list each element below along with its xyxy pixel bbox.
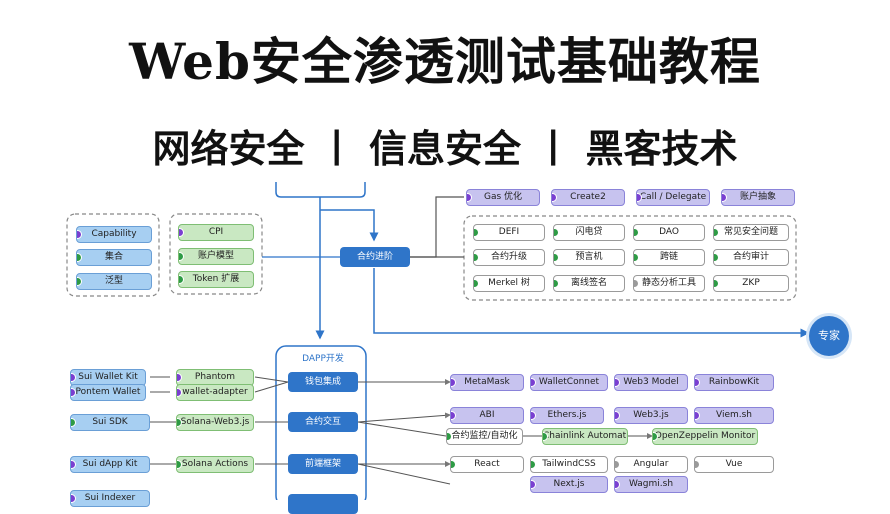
- node-abi: ABI: [450, 407, 524, 424]
- node-wallet-adapter: wallet-adapter: [176, 384, 254, 401]
- node-viem: Viem.sh: [694, 407, 774, 424]
- dapp-section-label: DAPP开发: [302, 354, 344, 364]
- node-capability: Capability: [76, 226, 152, 243]
- node-merkel-tree: Merkel 树: [473, 275, 545, 292]
- node-contract-monitoring: 合约监控/自动化: [446, 428, 523, 445]
- dapp-section-box: [275, 345, 367, 500]
- node-oracle: 预言机: [553, 249, 625, 266]
- group-box-move: [66, 213, 160, 297]
- node-rainbowkit: RainbowKit: [694, 374, 774, 391]
- group-box-advanced: [463, 215, 797, 301]
- page-title: Web安全渗透测试基础教程: [129, 32, 761, 91]
- node-account-abstraction: 账户抽象: [721, 189, 795, 206]
- node-gas-optimization: Gas 优化: [466, 189, 540, 206]
- node-zkp: ZKP: [713, 275, 789, 292]
- node-web3js: Web3.js: [614, 407, 688, 424]
- node-defi: DEFI: [473, 224, 545, 241]
- hub-frontend-framework: 前端框架: [288, 454, 358, 474]
- node-flash-loan: 闪电贷: [553, 224, 625, 241]
- node-contract-upgrade: 合约升级: [473, 249, 545, 266]
- hub-cut-off: [288, 494, 358, 514]
- node-sui-dapp-kit: Sui dApp Kit: [70, 456, 150, 473]
- node-contract-audit: 合约审计: [713, 249, 789, 266]
- node-react: React: [450, 456, 524, 473]
- node-account-model: 账户模型: [178, 248, 254, 265]
- node-wagmi: Wagmi.sh: [614, 476, 688, 493]
- node-sui-indexer: Sui Indexer: [70, 490, 150, 507]
- node-pontem-wallet: Pontem Wallet: [70, 384, 146, 401]
- top-box-edge: [275, 182, 366, 198]
- page-subtitle: 网络安全 丨 信息安全 丨 黑客技术: [152, 127, 738, 171]
- expert-node: 专家: [809, 316, 849, 356]
- node-solana-actions: Solana Actions: [176, 456, 254, 473]
- hub-wallet-integration: 钱包集成: [288, 372, 358, 392]
- node-metamask: MetaMask: [450, 374, 524, 391]
- node-ethersjs: Ethers.js: [530, 407, 604, 424]
- node-nextjs: Next.js: [530, 476, 608, 493]
- node-offline-signing: 离线签名: [553, 275, 625, 292]
- node-dao: DAO: [633, 224, 705, 241]
- node-common-security-issues: 常见安全问题: [713, 224, 789, 241]
- node-vue: Vue: [694, 456, 774, 473]
- node-collection: 集合: [76, 249, 152, 266]
- node-create2: Create2: [551, 189, 625, 206]
- node-generics: 泛型: [76, 273, 152, 290]
- node-cpi: CPI: [178, 224, 254, 241]
- spine-to-advanced: [320, 209, 379, 242]
- group-box-solana: [169, 213, 263, 295]
- node-tailwindcss: TailwindCSS: [530, 456, 608, 473]
- node-walletconnet: WalletConnet: [530, 374, 608, 391]
- node-chainlink-automation: Chainlink Automation: [542, 428, 628, 445]
- node-web3-model: Web3 Model: [614, 374, 688, 391]
- node-solana-web3js: Solana-Web3.js: [176, 414, 254, 431]
- node-sui-sdk: Sui SDK: [70, 414, 150, 431]
- node-static-analysis: 静态分析工具: [633, 275, 705, 292]
- node-sui-wallet-kit: Sui Wallet Kit: [70, 369, 146, 386]
- node-openzeppelin-monitor: OpenZeppelin Monitor: [652, 428, 758, 445]
- node-call-delegate: Call / Delegate: [636, 189, 710, 206]
- diagram-connectors: [66, 182, 810, 500]
- hub-contract-advanced: 合约进阶: [340, 247, 410, 267]
- node-cross-chain: 跨链: [633, 249, 705, 266]
- node-angular: Angular: [614, 456, 688, 473]
- hub-contract-interaction: 合约交互: [288, 412, 358, 432]
- node-token-extension: Token 扩展: [178, 271, 254, 288]
